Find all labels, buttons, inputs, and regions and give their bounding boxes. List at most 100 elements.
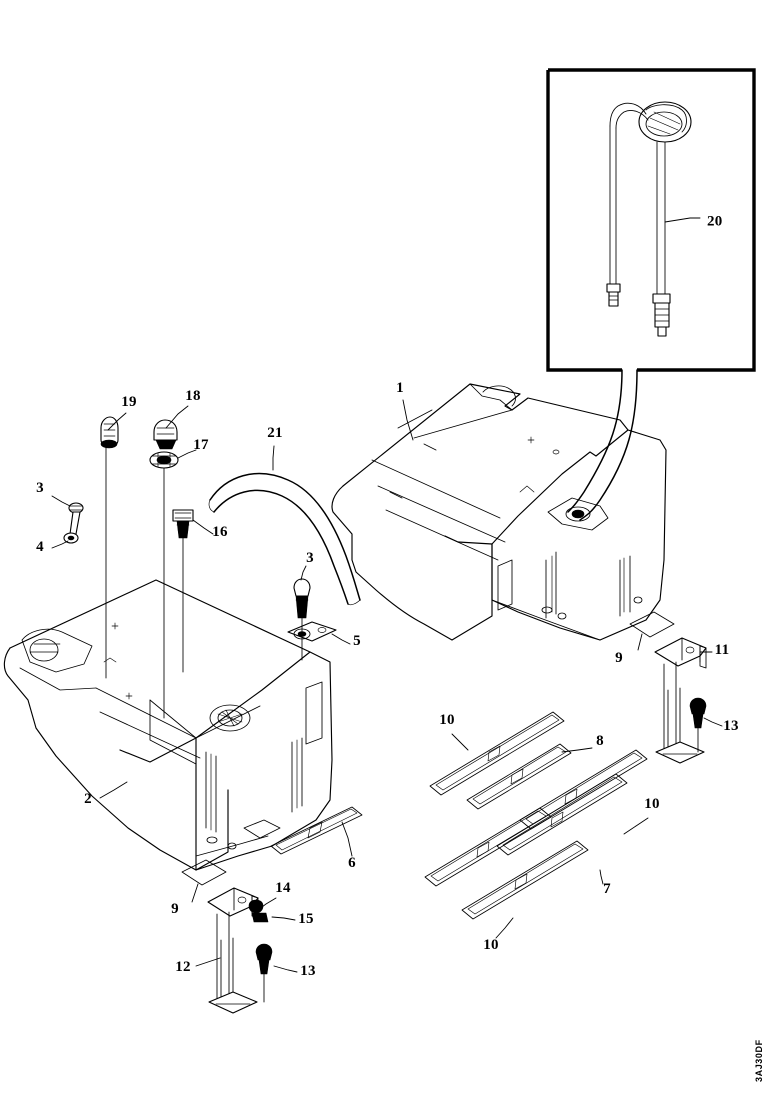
callout-16: 16 (212, 524, 228, 540)
lower-hood-left-skirt (3, 647, 229, 871)
leader-9-left (191, 883, 199, 903)
leader-15 (271, 916, 296, 921)
lower-hood-panel-edge (149, 699, 261, 739)
slat-6-group: 6 (270, 806, 363, 871)
lower-hood-ribs-fine (210, 739, 298, 831)
upper-hood-assembly: 1 (331, 380, 667, 641)
callout-10a: 10 (439, 712, 455, 728)
upper-hood-fix-a (541, 606, 553, 614)
bolt-13r-head (689, 697, 707, 715)
bracket-12-hole (237, 896, 247, 904)
upper-hood-lower-lip (491, 599, 601, 641)
lower-hood-lower-lip (195, 835, 269, 857)
callout-4: 4 (36, 539, 44, 555)
leader-13r (703, 717, 723, 727)
upper-hood-latch-a (469, 383, 513, 411)
slat-b-inner (472, 746, 567, 805)
leader-5 (331, 633, 351, 645)
hose-21-lower-edge (213, 489, 349, 605)
slat-6-notch (307, 821, 323, 839)
leader-19 (107, 412, 127, 431)
knob-19-ribs (103, 423, 116, 437)
lower-hood-fix-b (227, 842, 237, 850)
bracket-11-foot (655, 741, 705, 764)
callout-18: 17 (193, 437, 209, 453)
upper-hood-mark-a (527, 436, 535, 444)
cable-main-ferrule (652, 293, 671, 304)
bracket-12-foot (208, 991, 258, 1014)
hose-21-end-b (347, 599, 361, 606)
upper-hood-panel-edge (397, 409, 513, 439)
leader-18 (177, 449, 197, 459)
slat-f-notch (514, 873, 528, 890)
upper-hood-latch-loop (482, 385, 516, 407)
callout-2: 2 (84, 791, 92, 807)
callout-20: 20 (707, 213, 723, 229)
leader-21 (272, 445, 275, 471)
leader-7 (599, 869, 604, 885)
callout-6: 6 (348, 855, 356, 871)
seal-18-inner (156, 455, 172, 465)
lower-hood-panel-side (149, 699, 197, 765)
leader-8 (561, 747, 593, 753)
fastener-3-4-group: 3 4 (36, 480, 84, 555)
washer-4-hole (67, 535, 75, 541)
knob-19-group: 19 (100, 394, 137, 679)
callout-9-right: 9 (615, 650, 623, 666)
leader-1 (402, 399, 414, 441)
upper-hood-ribs (545, 551, 631, 619)
upper-hood-right-face (491, 429, 667, 641)
cable-route-outer (579, 369, 638, 521)
callout-5: 5 (353, 633, 361, 649)
upper-hood-mark-b (552, 449, 560, 455)
slat-6-outer (270, 806, 363, 855)
cable-assembly-20: 20 (606, 101, 723, 337)
connector-detail-a (645, 104, 687, 133)
drawing-code-group: 3AJ30DF (754, 1039, 764, 1082)
grommet-16-flange (172, 509, 194, 522)
pad-9-left (181, 859, 227, 886)
pad-9-right (629, 611, 675, 638)
bolt-3b-head (293, 578, 311, 597)
cable-left-terminal-rib (608, 295, 619, 301)
slat-b-notch (510, 768, 524, 785)
lower-hood-mark-b (125, 692, 133, 700)
slat-c-outer (519, 749, 648, 830)
grommet-16-group: 16 (172, 509, 228, 673)
hose-21-upper-edge (209, 472, 361, 601)
slat-6-inner (275, 808, 358, 851)
lower-hood-top-outline (9, 579, 311, 763)
lower-hood-right-face (195, 651, 333, 871)
cable-entry-ring (565, 506, 591, 522)
cable-left-bend-outer (609, 102, 647, 127)
lower-hood-mark-a (111, 622, 119, 630)
slat-cluster: 10 8 10 7 10 (424, 711, 660, 953)
callout-12: 12 (175, 959, 191, 975)
lower-hood-lamp-hatch (29, 643, 61, 653)
washer-15 (251, 912, 269, 923)
leader-12 (195, 957, 221, 967)
slat-a-notch (487, 745, 501, 762)
callout-8: 8 (596, 733, 604, 749)
cap-17-body (153, 419, 178, 441)
slat-e-notch (476, 841, 490, 858)
slat-a-outer (429, 711, 565, 796)
connector-hatch (647, 111, 681, 135)
upper-hood-ribs-fine (551, 555, 625, 613)
upper-hood-arrow-mark (519, 485, 535, 493)
leader-3b (300, 565, 307, 581)
bracket-11-gusset (699, 645, 707, 669)
callout-9-left: 9 (171, 901, 179, 917)
grommet-16-flange-rib (174, 512, 192, 519)
seal-18-teeth (151, 452, 177, 468)
detail-box-frame-left (546, 70, 622, 372)
lower-hood-deck-crease (95, 687, 201, 759)
cable-route-inner (567, 369, 623, 513)
leader-10b (623, 817, 649, 835)
lower-hood-lamp (29, 638, 59, 662)
callout-21: 21 (267, 425, 283, 441)
hose-21-end-a (208, 499, 215, 513)
callout-3b: 3 (306, 550, 314, 566)
upper-hood-fix-c (633, 596, 643, 604)
grommet-16-stem-rib (176, 524, 190, 535)
